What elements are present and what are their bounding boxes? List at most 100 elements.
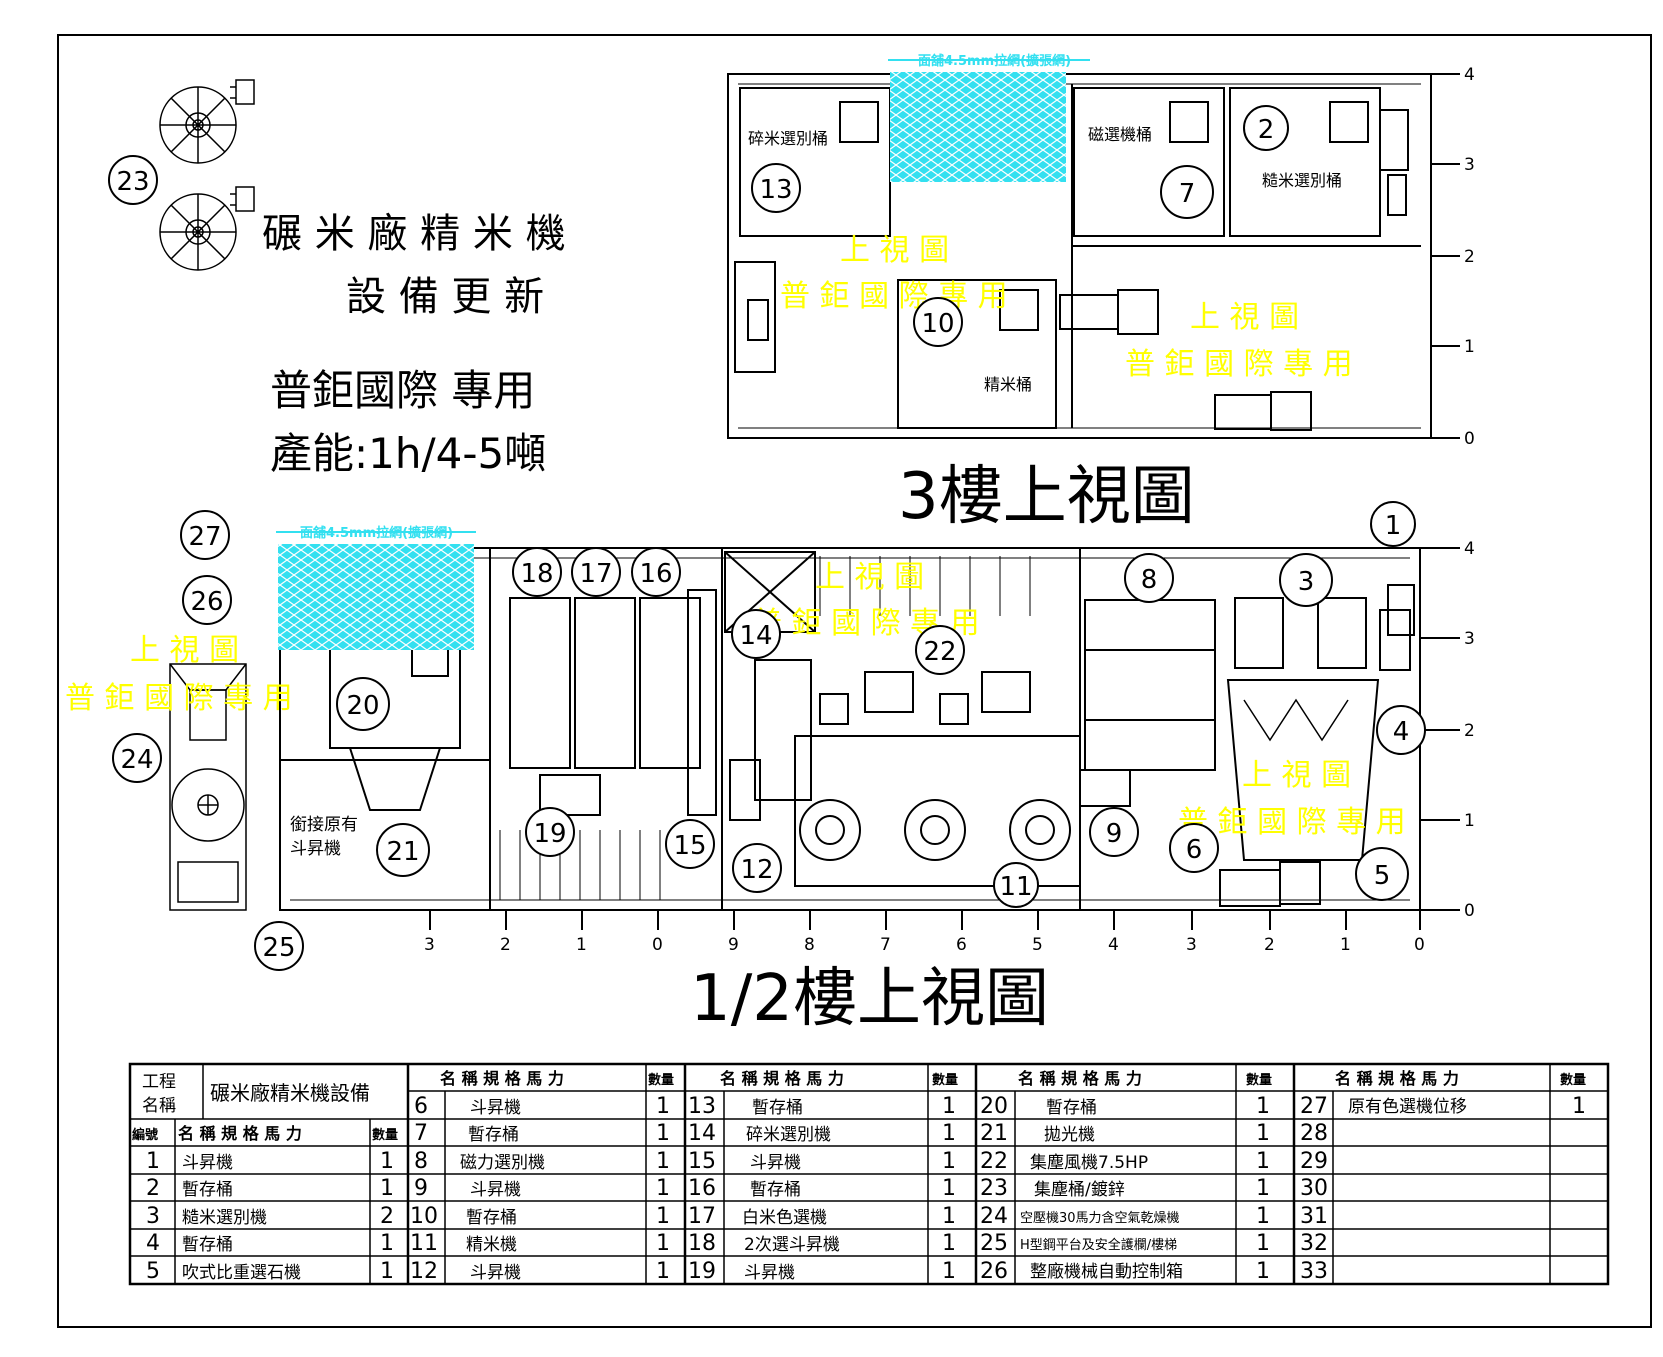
row-27-name: 原有色選機位移: [1348, 1097, 1467, 1117]
row-27-no: 27: [1300, 1094, 1328, 1119]
bottom-tick-3b: 3: [1186, 935, 1197, 955]
row-2-name: 暫存桶: [182, 1180, 233, 1200]
mesh-note-3: 面舖4.5mm拉網(擴張網): [918, 53, 1071, 69]
callout-25: 25: [262, 933, 295, 963]
left-header-qty: 數量: [372, 1127, 398, 1143]
row-8-name: 磁力選別機: [460, 1153, 545, 1173]
row-7-no: 7: [414, 1121, 428, 1146]
row-1-no: 1: [146, 1149, 160, 1174]
row-2-qty: 1: [380, 1176, 394, 1201]
row-18-no: 18: [688, 1231, 716, 1256]
row-23-name: 集塵桶/鍍鋅: [1034, 1179, 1125, 1200]
callout-numbers: 1 2 3 4 5 6 7 8 9 10 11 12 13 14 15 16 1…: [116, 115, 1409, 963]
callout-12: 12: [740, 855, 773, 885]
row-4-no: 4: [146, 1231, 160, 1256]
row-7-name: 暫存桶: [468, 1125, 519, 1145]
row-30-no: 30: [1300, 1176, 1328, 1201]
row-3-qty: 2: [380, 1204, 394, 1229]
row-29-no: 29: [1300, 1149, 1328, 1174]
row-31-no: 31: [1300, 1204, 1328, 1229]
row-9-no: 9: [414, 1176, 428, 1201]
title-line-1: 碾 米 廠 精 米 機: [262, 211, 566, 257]
floor3-tick-3: 3: [1464, 155, 1475, 175]
row-20-qty: 1: [1256, 1094, 1270, 1119]
watermarks: 上 視 圖 普 鉅 國 際 專 用 上 視 圖 普 鉅 國 際 專 用 上 視 …: [65, 233, 1406, 840]
watermark-e2: 普 鉅 國 際 專 用: [1178, 805, 1406, 840]
callout-15: 15: [673, 831, 706, 861]
label-broken-rice-bin: 碎米選別桶: [748, 129, 828, 148]
fan-lower: [159, 186, 255, 271]
row-10-qty: 1: [656, 1204, 670, 1229]
row-9-qty: 1: [656, 1176, 670, 1201]
row-1-qty: 1: [380, 1149, 394, 1174]
watermark-d1: 上 視 圖: [130, 633, 239, 668]
row-16-name: 暫存桶: [750, 1180, 801, 1200]
floor12-scale: [1420, 547, 1460, 911]
row-25-qty: 1: [1256, 1231, 1270, 1256]
floor3-scale: [1431, 73, 1460, 439]
callout-7: 7: [1179, 179, 1196, 209]
callout-11: 11: [999, 872, 1032, 902]
watermark-b2: 普 鉅 國 際 專 用: [1125, 347, 1353, 382]
col4-header-qty: 數量: [1246, 1072, 1272, 1088]
floor3-tick-2: 2: [1464, 247, 1475, 267]
watermark-c1: 上 視 圖: [815, 560, 924, 595]
row-5-name: 吹式比重選石機: [182, 1263, 301, 1283]
row-12-name: 斗昇機: [470, 1263, 521, 1283]
bottom-tick-0a: 0: [652, 935, 663, 955]
row-21-name: 拋光機: [1044, 1125, 1095, 1145]
floor3-tick-0: 0: [1464, 429, 1475, 449]
bottom-tick-3a: 3: [424, 935, 435, 955]
drawing-frame: [57, 34, 1652, 1328]
row-24-qty: 1: [1256, 1204, 1270, 1229]
left-header-name: 名 稱 規 格 馬 力: [178, 1124, 302, 1143]
bottom-tick-6: 6: [956, 935, 967, 955]
row-12-qty: 1: [656, 1259, 670, 1284]
watermark-a2: 普 鉅 國 際 專 用: [780, 279, 1008, 314]
callout-17: 17: [579, 559, 612, 589]
row-33-no: 33: [1300, 1259, 1328, 1284]
bottom-tick-4: 4: [1108, 935, 1119, 955]
row-22-no: 22: [980, 1149, 1008, 1174]
row-14-name: 碎米選別機: [746, 1125, 831, 1145]
row-6-no: 6: [414, 1094, 428, 1119]
row-19-name: 斗昇機: [744, 1263, 795, 1283]
bottom-tick-8: 8: [804, 935, 815, 955]
floor12-tick-4: 4: [1464, 539, 1475, 559]
bottom-tick-2a: 2: [500, 935, 511, 955]
row-17-qty: 1: [942, 1204, 956, 1229]
watermark-e1: 上 視 圖: [1242, 758, 1351, 793]
callout-6: 6: [1186, 835, 1203, 865]
row-4-qty: 1: [380, 1231, 394, 1256]
row-24-name: 空壓機30馬力含空氣乾燥機: [1020, 1210, 1180, 1226]
mesh-floor3: [890, 72, 1066, 182]
callout-9: 9: [1106, 819, 1123, 849]
floor12-tick-1: 1: [1464, 811, 1475, 831]
callout-5: 5: [1374, 861, 1391, 891]
row-6-name: 斗昇機: [470, 1098, 521, 1118]
row-21-no: 21: [980, 1121, 1008, 1146]
row-13-qty: 1: [942, 1094, 956, 1119]
row-12-no: 12: [410, 1259, 438, 1284]
label-magnetic-bin: 磁選機桶: [1088, 125, 1152, 144]
callout-19: 19: [533, 819, 566, 849]
col2-header-qty: 數量: [648, 1072, 674, 1088]
row-14-qty: 1: [942, 1121, 956, 1146]
row-4-name: 暫存桶: [182, 1235, 233, 1255]
row-32-no: 32: [1300, 1231, 1328, 1256]
row-8-no: 8: [414, 1149, 428, 1174]
bottom-tick-0b: 0: [1414, 935, 1425, 955]
row-7-qty: 1: [656, 1121, 670, 1146]
row-18-name: 2次選斗昇機: [744, 1235, 840, 1255]
floor12-tick-0: 0: [1464, 901, 1475, 921]
project-label-1: 工程: [142, 1072, 176, 1092]
callout-21: 21: [386, 837, 419, 867]
title-line-2: 設 備 更 新: [346, 274, 544, 320]
callout-13: 13: [759, 175, 792, 205]
row-6-qty: 1: [656, 1094, 670, 1119]
row-17-name: 白米色選機: [742, 1208, 827, 1228]
label-polish-bin: 精米桶: [984, 375, 1032, 394]
project-label-2: 名稱: [142, 1096, 176, 1116]
bottom-tick-7: 7: [880, 935, 891, 955]
floor12-tick-2: 2: [1464, 721, 1475, 741]
